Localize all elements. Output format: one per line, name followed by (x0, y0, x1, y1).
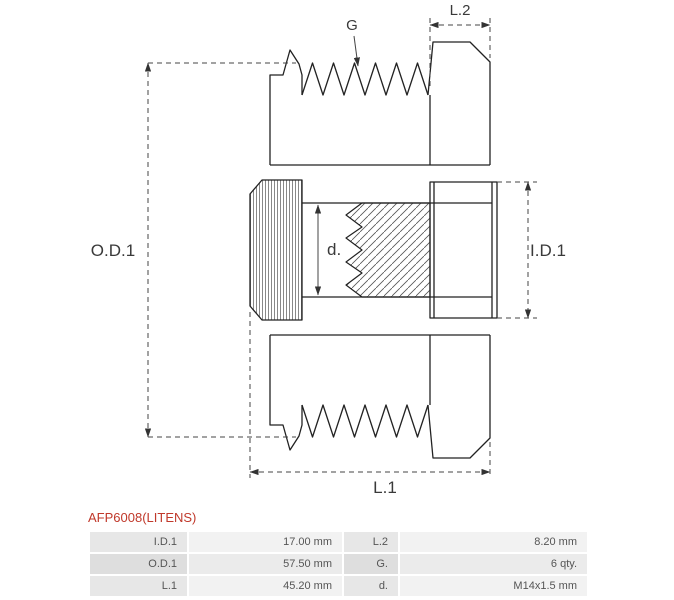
spec-value: 45.20 mm (189, 576, 342, 596)
dimension-lines (144, 18, 537, 478)
spec-label: O.D.1 (90, 554, 187, 574)
label-l2: L.2 (450, 2, 471, 19)
flange-top (427, 41, 491, 165)
spec-value: 17.00 mm (189, 532, 342, 552)
outline-top-left (269, 49, 303, 165)
table-row: L.1 45.20 mm d. M14x1.5 mm (90, 576, 587, 596)
belt-grooves-bottom (301, 404, 429, 438)
dim-l1 (249, 312, 491, 478)
belt-grooves-top (301, 62, 429, 96)
knurled-section (249, 179, 303, 321)
label-id1: I.D.1 (530, 241, 566, 260)
spec-label: L.2 (344, 532, 398, 552)
threaded-bore-hatch (345, 202, 431, 298)
spec-value: 57.50 mm (189, 554, 342, 574)
dim-od1 (144, 62, 296, 438)
table-row: I.D.1 17.00 mm L.2 8.20 mm (90, 532, 587, 552)
spec-label: d. (344, 576, 398, 596)
label-od1: O.D.1 (91, 241, 135, 260)
spec-value: M14x1.5 mm (400, 576, 587, 596)
pulley-technical-drawing: O.D.1 I.D.1 d. G L.2 L.1 (91, 2, 566, 497)
spec-label: L.1 (90, 576, 187, 596)
outline-bottom-left (269, 335, 303, 451)
dim-id1 (497, 181, 537, 319)
spec-label: I.D.1 (90, 532, 187, 552)
label-g: G (346, 17, 358, 34)
table-row: O.D.1 57.50 mm G. 6 qty. (90, 554, 587, 574)
spec-value: 8.20 mm (400, 532, 587, 552)
spec-value: 6 qty. (400, 554, 587, 574)
flange-bottom (427, 335, 491, 459)
spec-table: I.D.1 17.00 mm L.2 8.20 mm O.D.1 57.50 m… (88, 530, 589, 598)
part-number-title: AFP6008(LITENS) (88, 510, 197, 525)
dim-l2 (429, 18, 491, 88)
spec-label: G. (344, 554, 398, 574)
leader-g (353, 35, 360, 67)
label-d: d. (327, 240, 341, 259)
label-l1: L.1 (373, 478, 397, 497)
